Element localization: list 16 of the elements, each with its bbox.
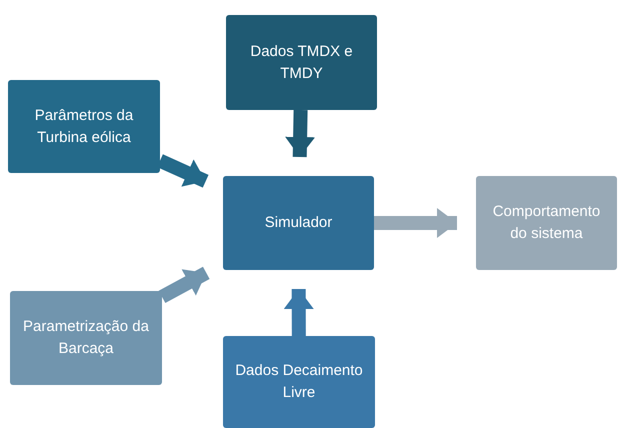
process-box <box>10 291 162 385</box>
process-box <box>8 80 160 173</box>
block-arrow <box>158 266 210 304</box>
process-box <box>223 336 375 428</box>
box-label: Parametrização da Barcaça <box>22 317 150 359</box>
process-box <box>226 15 377 110</box>
block-arrow <box>285 110 316 158</box>
box-label: Comportamento do sistema <box>492 202 602 244</box>
box-label: Simulador <box>264 213 332 234</box>
process-box <box>223 176 374 270</box>
block-arrow <box>284 288 314 336</box>
process-box <box>476 176 617 270</box>
box-label: Dados TMDX e TMDY <box>249 42 354 84</box>
block-arrow <box>374 208 457 238</box>
box-label: Parâmetros da Turbina eólica <box>34 106 134 148</box>
box-label: Dados Decaimento Livre <box>234 361 364 403</box>
